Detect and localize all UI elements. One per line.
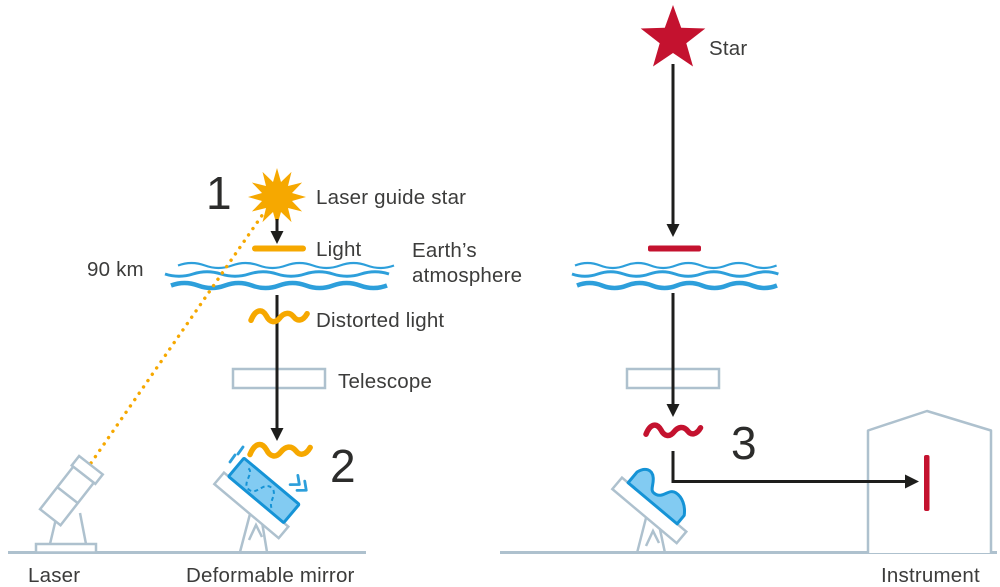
laser-guide-star-icon (248, 168, 306, 226)
atmosphere-waves-left-icon (164, 261, 395, 291)
distorted-light-label: Distorted light (316, 309, 445, 332)
altitude-label: 90 km (87, 258, 144, 281)
star-icon (640, 5, 706, 67)
arrow-to-instrument (671, 451, 919, 489)
atmosphere-waves-right-icon (571, 261, 779, 291)
right-panel-graphics (571, 5, 993, 554)
earths-atmosphere-label-line2: atmosphere (412, 264, 523, 287)
instrument-label: Instrument (881, 564, 980, 587)
laser-beam-dotted-line (89, 212, 265, 465)
arrow-star-down (666, 64, 680, 237)
step-2-number: 2 (330, 440, 356, 492)
laser-label: Laser (28, 564, 81, 587)
light-label: Light (316, 238, 362, 261)
deformable-mirror-label: Deformable mirror (186, 564, 355, 587)
earths-atmosphere-label-line1: Earth’s (412, 239, 477, 262)
vibration-ticks-icon (228, 445, 245, 464)
deformable-mirror-icon-left (212, 445, 308, 553)
distorted-light-at-mirror-icon (250, 444, 310, 455)
star-label: Star (709, 37, 748, 60)
step-1-number: 1 (206, 167, 232, 219)
deformable-mirror-icon-right (610, 467, 689, 554)
arrowhead-to-mirror-right (666, 404, 680, 417)
laser-device-icon (34, 454, 105, 554)
corrected-light-icon (924, 455, 930, 511)
telescope-label: Telescope (338, 370, 433, 393)
vibration-chevrons-icon (288, 474, 308, 492)
distorted-starlight-icon (646, 425, 701, 435)
star-light-bar-icon (648, 245, 701, 252)
step-3-number: 3 (731, 417, 757, 469)
light-bar-icon (252, 245, 306, 252)
left-panel-graphics (34, 168, 395, 554)
laser-guide-star-label: Laser guide star (316, 186, 467, 209)
arrow-guide-star-down (270, 219, 284, 244)
arrowhead-to-mirror-left (270, 428, 284, 441)
distorted-light-icon (251, 311, 307, 322)
telescope-icon-left (231, 367, 327, 390)
